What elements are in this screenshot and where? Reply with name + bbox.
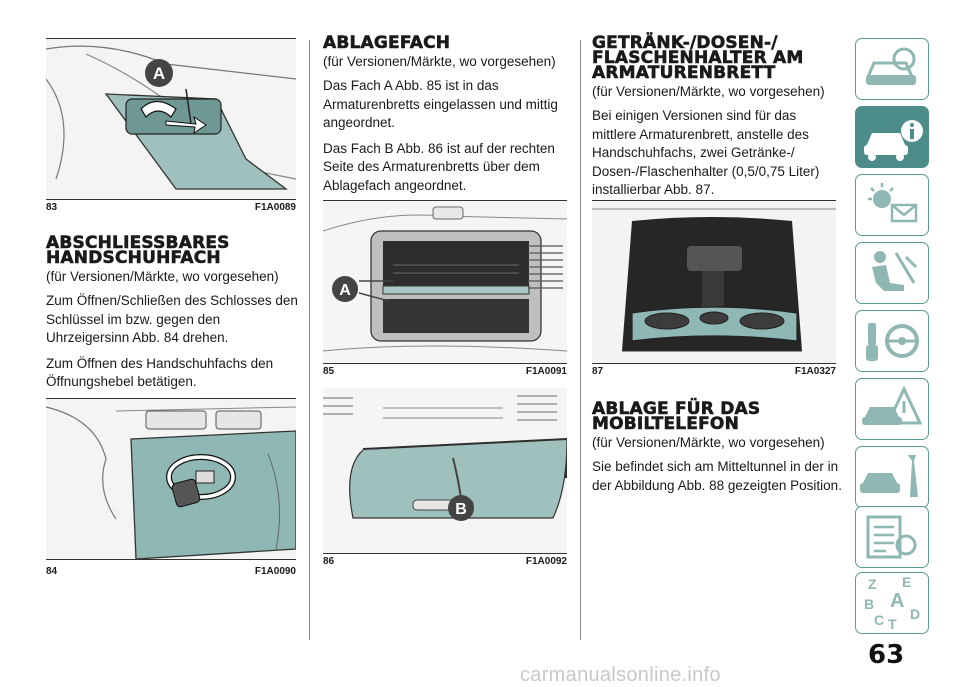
tab-technical-data[interactable] xyxy=(855,506,929,568)
column-3-text-bottom: ABLAGE FÜR DAS MOBILTELEFON (für Version… xyxy=(592,399,842,502)
tab-emergency[interactable] xyxy=(855,378,929,440)
label-b-86: B xyxy=(455,501,467,518)
index-letter: Z xyxy=(868,576,877,592)
section-subtitle: (für Versionen/Märkte, wo vorgesehen) xyxy=(323,54,556,69)
column-3-text-top: GETRÄNK-/DOSEN-/ FLASCHENHALTER AM ARMAT… xyxy=(592,33,842,207)
figure-code: F1A0090 xyxy=(254,566,296,577)
figure-code: F1A0327 xyxy=(794,366,836,377)
paragraph: Bei einigen Versionen sind für das mittl… xyxy=(592,108,820,197)
tab-safety[interactable] xyxy=(855,242,929,304)
car-warning-icon xyxy=(862,385,923,425)
section-subtitle: (für Versionen/Märkte, wo vorgesehen) xyxy=(592,435,825,450)
figure-number: 84 xyxy=(46,566,58,577)
index-letter: C xyxy=(874,612,884,628)
paragraph: Zum Öffnen/Schließen des Schlosses den S… xyxy=(46,293,298,345)
column-divider xyxy=(309,40,310,640)
figure-code: F1A0092 xyxy=(525,556,567,567)
tab-starting-driving[interactable] xyxy=(855,310,929,372)
key-steering-icon xyxy=(866,323,919,361)
car-dashboard-icon xyxy=(865,47,916,85)
car-info-icon xyxy=(864,120,923,161)
alphabet-index-icon: Z E B A C T D xyxy=(864,574,920,632)
index-letter: E xyxy=(902,574,911,590)
seat-airbag-icon xyxy=(872,251,918,291)
paragraph: Sie befindet sich am Mitteltunnel in der… xyxy=(592,459,842,493)
watermark: carmanualsonline.info xyxy=(520,664,721,686)
tab-dashboard[interactable] xyxy=(855,38,929,100)
page-number: 63 xyxy=(868,640,905,670)
index-letter: B xyxy=(864,596,874,612)
figure-84 xyxy=(46,398,296,560)
warning-light-icon xyxy=(868,183,918,223)
tab-warning-lights[interactable] xyxy=(855,174,929,236)
figure-number: 83 xyxy=(46,202,58,213)
section-heading: ABLAGEFACH xyxy=(323,33,451,53)
index-letter: A xyxy=(890,590,904,612)
label-a-83: A xyxy=(153,64,165,83)
index-letter: D xyxy=(910,606,920,622)
tab-maintenance[interactable] xyxy=(855,446,929,508)
figure-number: 87 xyxy=(592,366,604,377)
paragraph: Das Fach B Abb. 86 ist auf der rechten S… xyxy=(323,140,555,193)
paragraph: Zum Öffnen des Handschuhfachs den Öffnun… xyxy=(46,355,274,390)
column-2-text: ABLAGEFACH (für Versionen/Märkte, wo vor… xyxy=(323,33,573,202)
figure-number: 85 xyxy=(323,366,335,377)
figure-86-caption: 86 F1A0092 xyxy=(323,556,567,568)
figure-86: B xyxy=(323,388,567,554)
figure-85: A xyxy=(323,200,567,364)
tab-car-info[interactable] xyxy=(855,106,929,168)
section-subtitle: (für Versionen/Märkte, wo vorgesehen) xyxy=(592,84,825,99)
section-heading: GETRÄNK-/DOSEN-/ FLASCHENHALTER AM ARMAT… xyxy=(592,33,804,83)
column-divider xyxy=(580,40,581,640)
section-subtitle: (für Versionen/Märkte, wo vorgesehen) xyxy=(46,269,279,284)
figure-code: F1A0089 xyxy=(254,202,296,213)
figure-83-caption: 83 F1A0089 xyxy=(46,202,296,214)
figure-number: 86 xyxy=(323,556,335,567)
tab-index[interactable]: Z E B A C T D xyxy=(855,572,929,634)
figure-84-caption: 84 F1A0090 xyxy=(46,566,296,578)
figure-87-caption: 87 F1A0327 xyxy=(592,366,836,378)
paragraph: Das Fach A Abb. 85 ist in das Armaturenb… xyxy=(323,78,558,130)
label-a-85: A xyxy=(339,282,351,299)
figure-83: A xyxy=(46,38,296,200)
index-letter: T xyxy=(888,616,897,632)
figure-85-caption: 85 F1A0091 xyxy=(323,366,567,378)
section-heading: ABLAGE FÜR DAS MOBILTELEFON xyxy=(592,399,761,434)
figure-87 xyxy=(592,200,836,364)
figure-code: F1A0091 xyxy=(525,366,567,377)
column-1-text: ABSCHLIESSBARES HANDSCHUHFACH (für Versi… xyxy=(46,233,304,399)
section-heading: ABSCHLIESSBARES HANDSCHUHFACH xyxy=(46,233,230,268)
car-service-icon xyxy=(860,455,918,497)
technical-data-icon xyxy=(866,515,917,559)
